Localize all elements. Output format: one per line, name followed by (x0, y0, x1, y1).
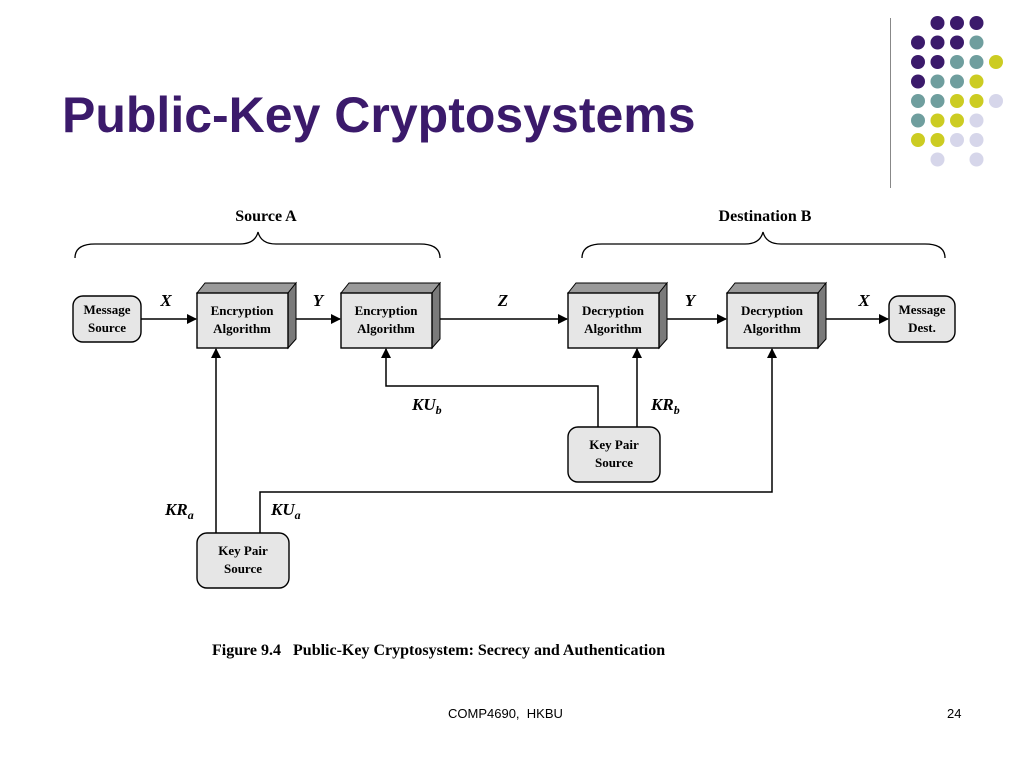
key-pair-a-line2: Source (224, 561, 262, 576)
decorative-dot (950, 55, 964, 69)
decryption-algorithm-box-1: Decryption Algorithm (566, 281, 669, 350)
message-source-line2: Source (88, 320, 126, 335)
decorative-dot-grid (911, 16, 1003, 167)
decorative-dot (950, 113, 964, 128)
decorative-dot (930, 113, 945, 128)
key-pair-source-a-box: Key Pair Source (196, 532, 290, 589)
decorative-dot (930, 152, 945, 167)
decryption-algorithm-box-2: Decryption Algorithm (725, 281, 828, 350)
label-y-1: Y (313, 291, 325, 310)
encryption-algorithm-box-1: Encryption Algorithm (195, 281, 298, 350)
key-pair-source-b-box: Key Pair Source (567, 426, 661, 483)
arrow-ku-a (259, 348, 777, 533)
key-pair-a-line1: Key Pair (218, 543, 268, 558)
figure-caption: Figure 9.4 Public-Key Cryptosystem: Secr… (212, 642, 665, 659)
key-pair-b-line2: Source (595, 455, 633, 470)
message-source-box: Message Source (72, 295, 142, 343)
label-x-out: X (857, 291, 870, 310)
decorative-dot (930, 74, 945, 89)
decorative-dot (911, 94, 925, 108)
destination-brace (581, 231, 946, 259)
arrow-ku-b (381, 348, 599, 427)
decorative-dot (911, 113, 925, 128)
decorative-dot (989, 94, 1003, 108)
decorative-dot (950, 94, 964, 108)
public-key-diagram: Source A Destination B Message Source En… (72, 208, 956, 659)
decorative-dot (969, 74, 984, 89)
decorative-dot (930, 55, 945, 69)
decorative-dot (969, 133, 984, 147)
encryption-2-line2: Algorithm (357, 321, 415, 336)
decorative-dot (969, 94, 984, 108)
label-ku-b: KUb (411, 395, 442, 417)
source-brace (74, 231, 441, 259)
slide-title: Public-Key Cryptosystems (62, 87, 696, 143)
encryption-algorithm-box-2: Encryption Algorithm (339, 281, 442, 350)
label-y-2: Y (685, 291, 697, 310)
decryption-1-line1: Decryption (582, 303, 645, 318)
encryption-1-line2: Algorithm (213, 321, 271, 336)
label-kr-a: KRa (164, 500, 194, 522)
footer-course: COMP4690, HKBU (448, 706, 563, 721)
key-pair-b-line1: Key Pair (589, 437, 639, 452)
decorative-dot (911, 74, 925, 89)
decorative-dot (950, 16, 964, 30)
message-dest-line2: Dest. (908, 320, 936, 335)
message-source-line1: Message (84, 302, 131, 317)
decorative-dot (911, 35, 925, 50)
label-kr-b: KRb (650, 395, 680, 417)
decryption-2-line1: Decryption (741, 303, 804, 318)
source-group-label: Source A (235, 208, 297, 225)
decorative-dot (930, 35, 945, 50)
decorative-dot (911, 133, 925, 147)
decorative-dot (969, 113, 984, 128)
decorative-dot (950, 133, 964, 147)
decorative-dot (930, 16, 945, 30)
decorative-dot (989, 55, 1003, 69)
decorative-dot (911, 55, 925, 69)
decorative-dot (950, 35, 964, 50)
decorative-dot (969, 55, 984, 69)
label-x-in: X (159, 291, 172, 310)
label-z: Z (497, 291, 508, 310)
page-number: 24 (947, 706, 962, 721)
decryption-2-line2: Algorithm (743, 321, 801, 336)
encryption-1-line1: Encryption (211, 303, 275, 318)
destination-group-label: Destination B (719, 208, 812, 225)
decorative-dot (969, 35, 984, 50)
message-dest-box: Message Dest. (888, 295, 956, 343)
encryption-2-line1: Encryption (355, 303, 419, 318)
decryption-1-line2: Algorithm (584, 321, 642, 336)
message-dest-line1: Message (899, 302, 946, 317)
decorative-dot (969, 152, 984, 167)
decorative-dot (930, 133, 945, 147)
decorative-dot (969, 16, 984, 30)
label-ku-a: KUa (270, 500, 301, 522)
decorative-dot (950, 74, 964, 89)
decorative-dot (930, 94, 945, 108)
divider-line (890, 18, 891, 188)
